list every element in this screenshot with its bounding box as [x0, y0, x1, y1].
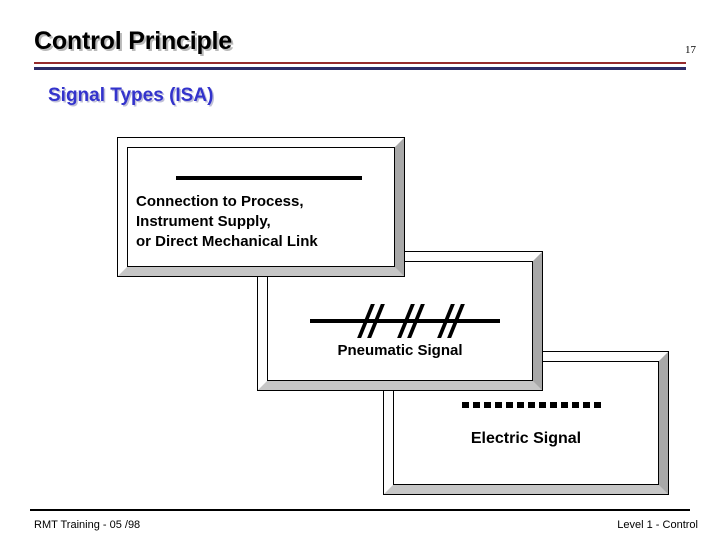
section-subtitle: Signal Types (ISA): [48, 85, 214, 106]
connection-label-line-3: or Direct Mechanical Link: [136, 233, 318, 250]
pneumatic-label: Pneumatic Signal: [337, 342, 463, 359]
card-content: Pneumatic Signal: [268, 262, 532, 380]
page-number: 17: [685, 44, 696, 56]
connection-label-line-1: Connection to Process,: [136, 193, 304, 210]
connection-label-group: Connection to Process, Instrument Supply…: [136, 192, 318, 252]
signal-card-connection: Connection to Process, Instrument Supply…: [117, 137, 405, 277]
connection-label-line-2: Instrument Supply,: [136, 213, 271, 230]
header-divider-red: [34, 62, 686, 64]
footer-divider: [30, 509, 690, 511]
card-inner-surface: Pneumatic Signal: [268, 262, 532, 380]
solid-line-symbol: [176, 176, 362, 180]
card-content: Connection to Process, Instrument Supply…: [128, 148, 394, 266]
card-content: Electric Signal: [394, 362, 658, 484]
dashed-line-symbol: [462, 402, 602, 408]
page-title: Control Principle: [34, 27, 233, 55]
card-inner-surface: Connection to Process, Instrument Supply…: [128, 148, 394, 266]
electric-label: Electric Signal: [470, 430, 582, 447]
footer-left-text: RMT Training - 05 /98: [34, 519, 141, 531]
header-divider-navy: [34, 67, 686, 70]
pneumatic-line-symbol: [310, 304, 500, 338]
footer-right-text: Level 1 - Control: [617, 519, 698, 531]
